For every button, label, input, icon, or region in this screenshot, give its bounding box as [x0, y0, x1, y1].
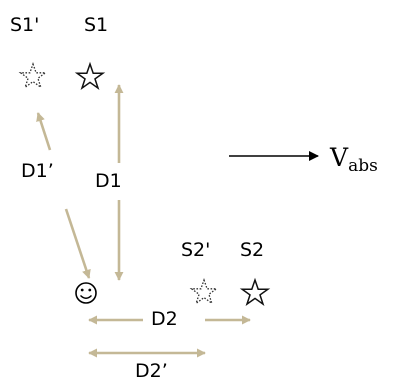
observer-smiley-icon	[75, 282, 97, 304]
label-s1-prime: S1'	[10, 14, 40, 36]
velocity-label: Vabs	[330, 145, 378, 175]
label-d2-prime: D2’	[135, 360, 168, 382]
label-s2-prime: S2'	[181, 239, 211, 261]
velocity-subscript: abs	[348, 156, 378, 176]
s2-prime-star-icon	[189, 278, 219, 305]
velocity-symbol: V	[330, 143, 349, 172]
s1-star-icon	[74, 61, 106, 91]
s2-star-icon	[239, 277, 271, 307]
label-d1: D1	[95, 170, 122, 192]
label-d2: D2	[151, 308, 178, 330]
label-d1-prime: D1’	[21, 160, 54, 182]
label-s2: S2	[240, 239, 265, 261]
s1-prime-star-icon	[18, 62, 48, 89]
d1-prime-upper-arrow	[36, 112, 52, 151]
d1-prime-lower-arrow	[64, 208, 91, 279]
label-s1: S1	[84, 14, 109, 36]
